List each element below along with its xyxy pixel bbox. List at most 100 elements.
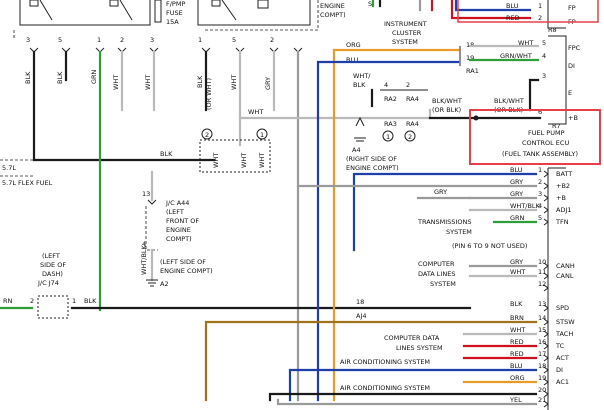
ecu-pin-number: 13 bbox=[538, 300, 546, 308]
ecu-pin-number: 12 bbox=[538, 280, 546, 288]
svg-text:WHT: WHT bbox=[230, 75, 238, 90]
svg-text:SIDE OF: SIDE OF bbox=[40, 261, 66, 269]
pin-arrow-icon bbox=[543, 342, 549, 350]
svg-text:1: 1 bbox=[198, 36, 202, 44]
ecu-pin-number: 18 bbox=[538, 362, 546, 370]
ecu-pin-color: WHT bbox=[510, 268, 525, 276]
jc-j74: (LEFT SIDE OF DASH) J/C J74 RN 2 1 BLK bbox=[0, 252, 472, 319]
svg-text:WHT: WHT bbox=[258, 153, 266, 168]
svg-text:BLK/WHT: BLK/WHT bbox=[494, 97, 524, 105]
svg-text:A4: A4 bbox=[352, 146, 361, 154]
junction-block: 2 1 WHT WHT WHT BLK bbox=[160, 128, 271, 173]
ecu-pin-number: 11 bbox=[538, 268, 546, 276]
connector-chevrons bbox=[29, 47, 303, 53]
pin-arrow-icon bbox=[543, 318, 549, 326]
ecu-pin-color: ORG bbox=[510, 374, 525, 382]
fuse-box-left: F/PMP FUSE 15A bbox=[19, 0, 185, 26]
svg-text:WHT: WHT bbox=[518, 39, 533, 47]
circle-1-icon bbox=[256, 128, 268, 140]
ecu-pin-color: RED bbox=[510, 338, 524, 346]
pin-arrow-icon bbox=[543, 170, 549, 178]
pin-arrow-icon bbox=[543, 366, 549, 374]
transmission-label-1: TRANSMISSIONS bbox=[417, 218, 471, 226]
fuel-pump-highlight bbox=[469, 109, 601, 165]
svg-text:RA3: RA3 bbox=[384, 120, 397, 128]
svg-text:BLK: BLK bbox=[24, 71, 32, 84]
pin-arrow-icon bbox=[543, 330, 549, 338]
fpmp-fuse-icon bbox=[154, 0, 162, 23]
pin-arrow-icon bbox=[543, 284, 549, 292]
svg-text:BLK/WHT: BLK/WHT bbox=[432, 97, 462, 105]
svg-text:WHT: WHT bbox=[212, 153, 220, 168]
fuse-label-2: FUSE bbox=[166, 9, 183, 17]
svg-text:SYSTEM: SYSTEM bbox=[392, 38, 418, 46]
ecu-pin-number: 16 bbox=[538, 338, 546, 346]
pin-note: (PIN 6 TO 9 NOT USED) bbox=[452, 242, 527, 250]
ecu-pin-number: 5 bbox=[538, 214, 542, 222]
svg-text:WHT: WHT bbox=[240, 153, 248, 168]
ecu-pin-name: BATT bbox=[556, 170, 572, 178]
svg-text:13: 13 bbox=[142, 190, 150, 198]
svg-text:RN: RN bbox=[3, 297, 13, 305]
org-label: ORG bbox=[346, 41, 361, 49]
svg-text:GRN: GRN bbox=[90, 69, 98, 84]
fuel-pump-title-3: (FUEL TANK ASSEMBLY) bbox=[502, 150, 578, 158]
svg-text:INSTRUMENT: INSTRUMENT bbox=[384, 20, 427, 28]
svg-text:5: 5 bbox=[232, 36, 236, 44]
ecu-pin-number: 17 bbox=[538, 350, 546, 358]
pin-arrow-icon bbox=[543, 272, 549, 280]
ecu-pin-name: +B2 bbox=[556, 182, 570, 190]
svg-text:3: 3 bbox=[542, 72, 546, 80]
ecu-pin-name: CANL bbox=[556, 272, 574, 280]
svg-text:RA4: RA4 bbox=[406, 120, 419, 128]
svg-text:(LEFT SIDE OF: (LEFT SIDE OF bbox=[160, 258, 206, 266]
instrument-cluster: S INSTRUMENT CLUSTER SYSTEM bbox=[368, 0, 434, 46]
ecu-pin-name: CANH bbox=[556, 262, 575, 270]
svg-text:4: 4 bbox=[142, 240, 146, 248]
svg-text:FPC: FPC bbox=[568, 44, 581, 52]
svg-text:1: 1 bbox=[538, 2, 542, 10]
ground-icon-a4 bbox=[354, 116, 366, 142]
wire-org bbox=[332, 48, 460, 402]
engine-compt-top-2: COMPT) bbox=[320, 11, 346, 19]
blu-label: BLU bbox=[346, 56, 359, 64]
svg-text:WHT/: WHT/ bbox=[353, 72, 371, 80]
computer-data-2-label-1: COMPUTER DATA bbox=[384, 334, 440, 342]
svg-text:FP: FP bbox=[568, 4, 576, 12]
svg-text:R7: R7 bbox=[552, 122, 561, 130]
svg-text:BLK: BLK bbox=[353, 81, 366, 89]
svg-text:18: 18 bbox=[356, 298, 364, 306]
pin-arrow-icon bbox=[543, 400, 549, 408]
ecu-pin-name: DI bbox=[556, 366, 563, 374]
svg-text:J/C J74: J/C J74 bbox=[37, 279, 59, 287]
connector-numbers: 3 5 1 2 3 1 5 2 bbox=[26, 36, 274, 44]
computer-data-label-2: DATA LINES bbox=[418, 270, 455, 278]
ecu-pin-name: +B bbox=[556, 194, 566, 202]
svg-text:2: 2 bbox=[406, 81, 410, 89]
ecu-pin-name: STSW bbox=[556, 318, 575, 326]
svg-text:(LEFT: (LEFT bbox=[42, 252, 60, 260]
ecu-pin-name: TACH bbox=[555, 330, 573, 338]
svg-text:BLU: BLU bbox=[506, 2, 519, 10]
svg-text:WHT/BLK: WHT/BLK bbox=[140, 244, 148, 275]
pin-arrow-icon bbox=[543, 378, 549, 386]
wire-blu bbox=[316, 60, 460, 402]
air-cond-label-1: AIR CONDITIONING SYSTEM bbox=[340, 358, 430, 366]
pin-arrow-icon bbox=[543, 390, 549, 398]
ecu-pin-number: 2 bbox=[538, 178, 542, 186]
svg-text:WHT: WHT bbox=[112, 75, 120, 90]
blk-bus-label: BLK bbox=[160, 150, 173, 158]
computer-data-label-3: SYSTEM bbox=[430, 280, 456, 288]
air-cond-label-2: AIR CONDITIONING SYSTEM bbox=[340, 384, 430, 392]
svg-text:2: 2 bbox=[30, 297, 34, 305]
ecu-pin-color: WHT bbox=[510, 326, 525, 334]
ecu-pin-color: BLK bbox=[510, 300, 523, 308]
